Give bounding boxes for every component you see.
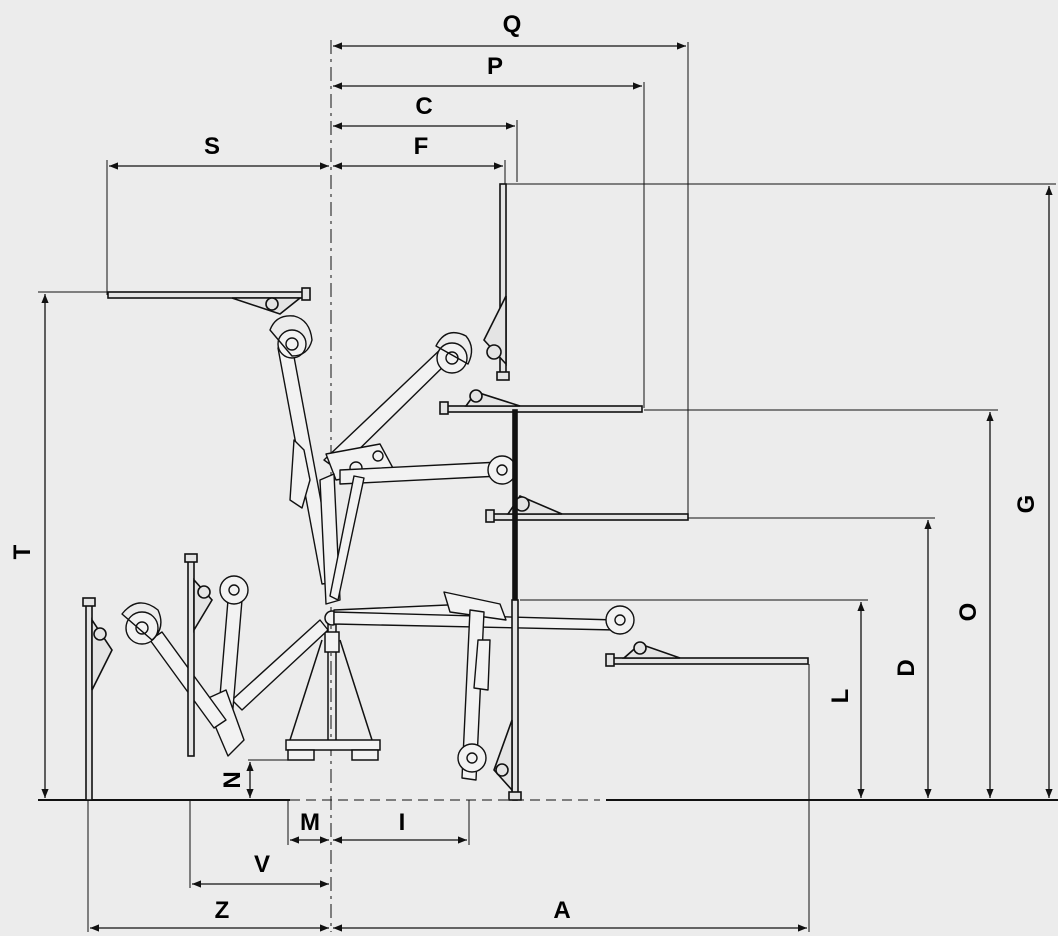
reference-lines xyxy=(38,40,1058,932)
label-A: A xyxy=(553,897,570,924)
head-P xyxy=(445,405,643,413)
label-Z: Z xyxy=(215,897,230,924)
arms xyxy=(121,315,635,781)
label-L: L xyxy=(827,689,854,704)
head-I xyxy=(511,599,519,797)
dimension-labels: Q P C F S T G O D L N M I V Z A xyxy=(9,11,1040,924)
head-V xyxy=(187,559,195,757)
label-P: P xyxy=(487,53,503,80)
head-Z xyxy=(85,603,93,801)
label-I: I xyxy=(399,809,406,836)
label-O: O xyxy=(955,603,982,622)
label-V: V xyxy=(254,851,270,878)
cutting-heads xyxy=(82,183,809,801)
head-L xyxy=(611,657,809,665)
label-Q: Q xyxy=(503,11,522,38)
tractor-mount xyxy=(285,610,381,761)
head-D xyxy=(491,513,689,521)
label-F: F xyxy=(414,133,429,160)
label-S: S xyxy=(204,133,220,160)
label-D: D xyxy=(893,659,920,676)
label-T: T xyxy=(9,544,36,559)
label-M: M xyxy=(300,809,320,836)
dimension-lines xyxy=(41,42,1053,932)
label-N: N xyxy=(219,771,246,788)
label-G: G xyxy=(1013,495,1040,514)
head-S xyxy=(107,291,307,299)
label-C: C xyxy=(415,93,432,120)
